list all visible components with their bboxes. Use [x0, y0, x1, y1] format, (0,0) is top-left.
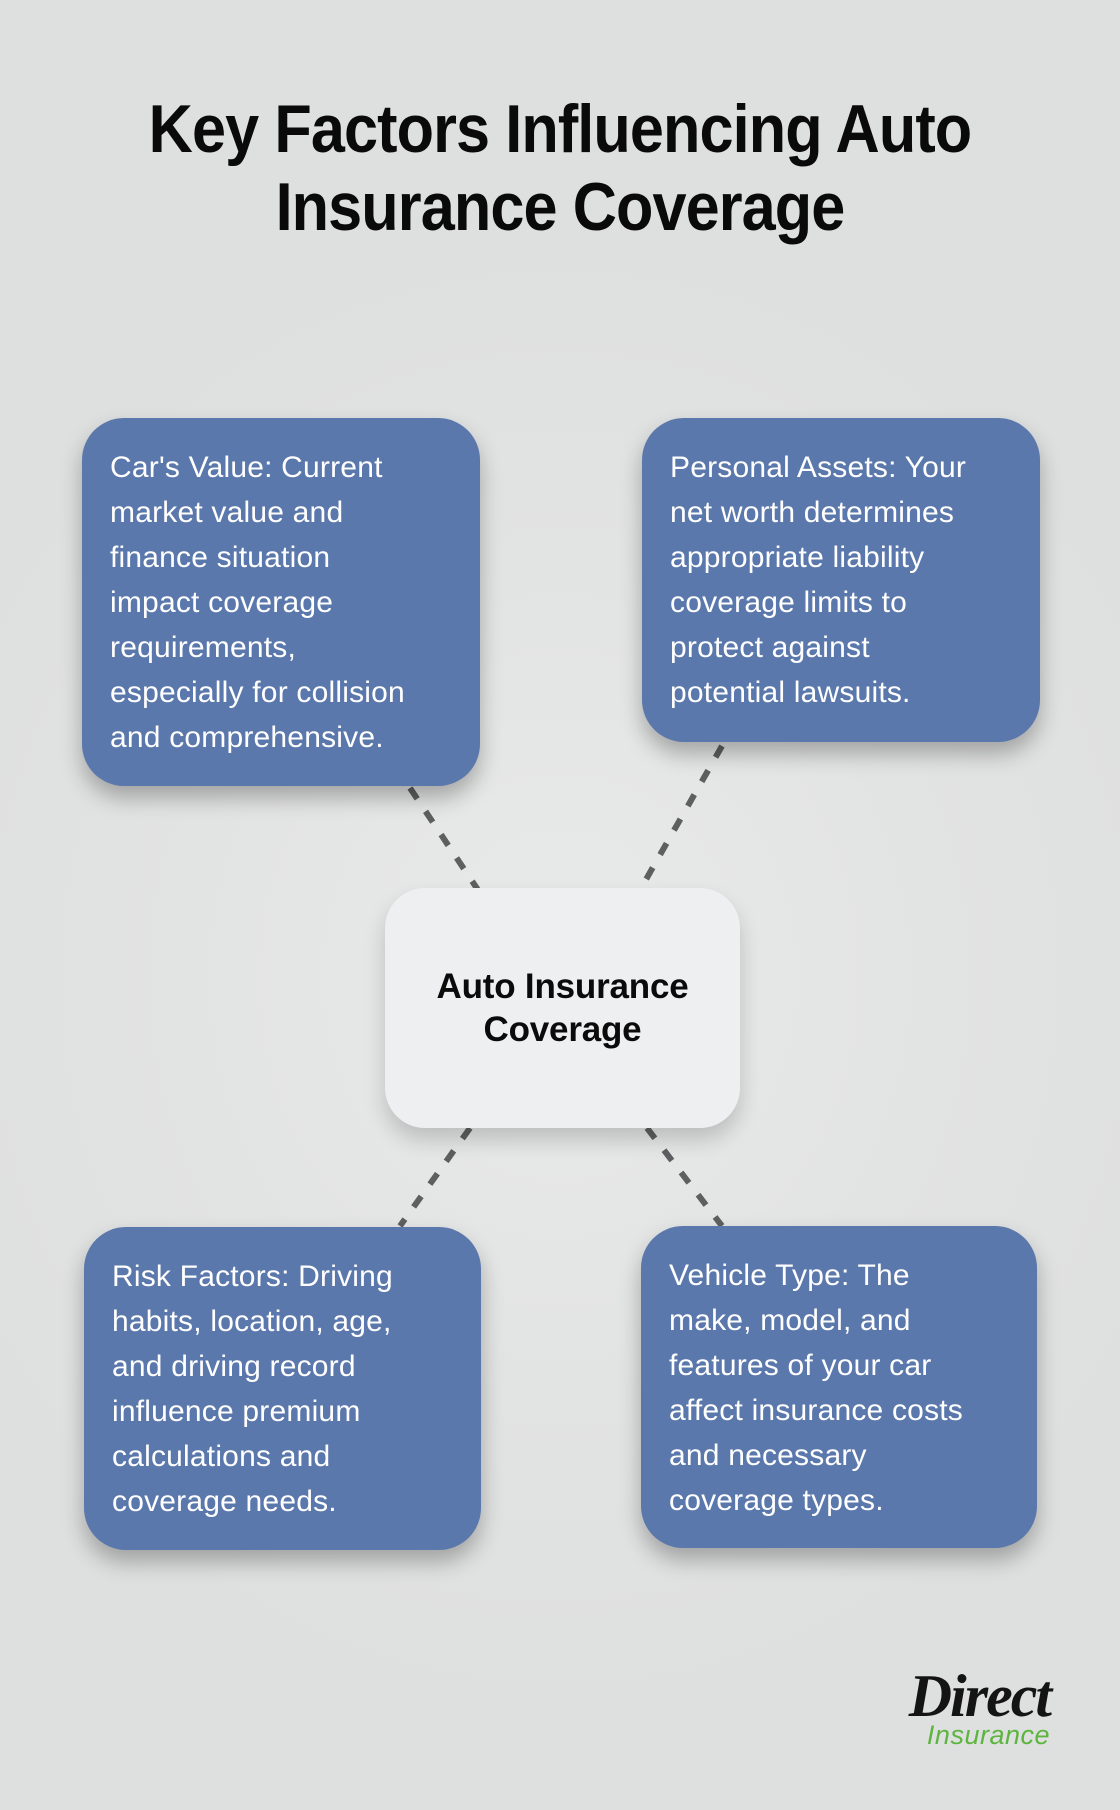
factor-box-risk-factors: Risk Factors: Driving habits, location, … — [84, 1227, 481, 1550]
factor-text-personal-assets: Personal Assets: Your net worth determin… — [670, 451, 967, 709]
center-node: Auto Insurance Coverage — [385, 888, 740, 1128]
factor-box-personal-assets: Personal Assets: Your net worth determin… — [642, 418, 1040, 742]
factor-box-vehicle-type: Vehicle Type: The make, model, and featu… — [641, 1226, 1037, 1548]
connector-personal-assets — [637, 744, 725, 892]
factor-text-vehicle-type: Vehicle Type: The make, model, and featu… — [669, 1259, 963, 1517]
brand-logo: Direct Insurance — [908, 1663, 1052, 1750]
connector-cars-value — [407, 786, 481, 892]
brand-logo-primary: Direct — [908, 1663, 1052, 1729]
connector-vehicle-type — [644, 1126, 725, 1228]
connector-risk-factors — [397, 1126, 473, 1228]
brand-logo-secondary: Insurance — [926, 1720, 1050, 1750]
factor-box-cars-value: Car's Value: Current market value and fi… — [82, 418, 480, 786]
factor-text-risk-factors: Risk Factors: Driving habits, location, … — [112, 1260, 393, 1518]
factor-text-cars-value: Car's Value: Current market value and fi… — [110, 451, 405, 754]
page-title: Key Factors Influencing Auto Insurance C… — [148, 91, 973, 245]
center-node-label: Auto Insurance Coverage — [436, 967, 689, 1049]
